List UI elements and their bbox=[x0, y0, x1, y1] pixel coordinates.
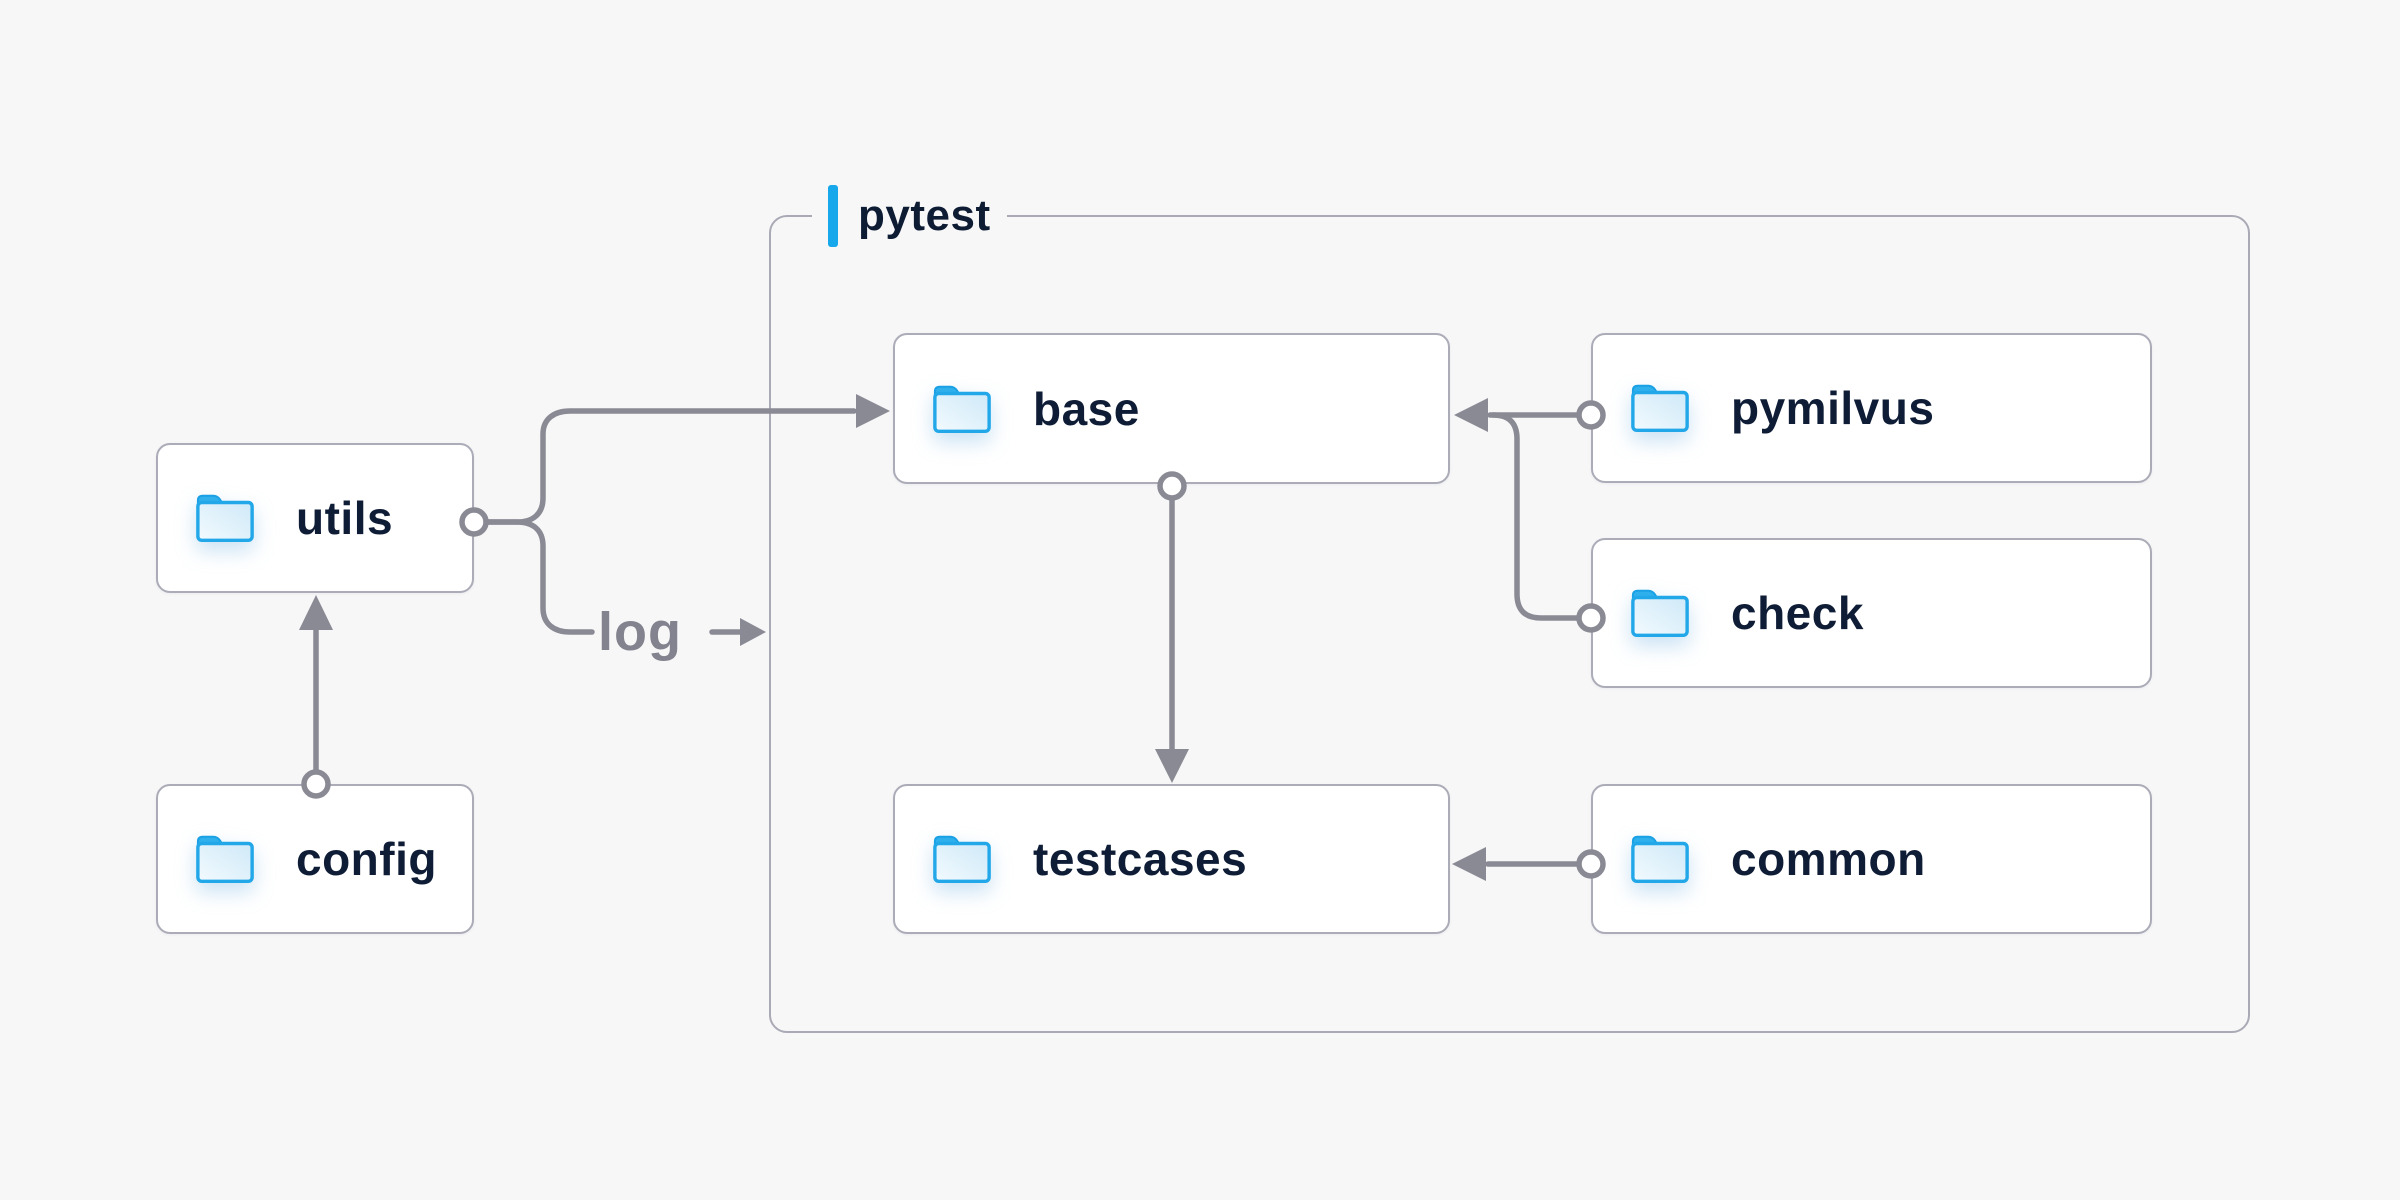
node-label: testcases bbox=[1033, 833, 1248, 885]
folder-icon bbox=[1629, 585, 1691, 641]
node-config: config bbox=[156, 784, 474, 934]
node-label: check bbox=[1731, 587, 1864, 639]
arrowhead-right bbox=[740, 618, 766, 646]
group-pytest bbox=[769, 215, 2250, 1033]
folder-icon bbox=[1629, 831, 1691, 887]
node-base: base bbox=[893, 333, 1450, 484]
folder-icon bbox=[194, 490, 256, 546]
group-title: pytest bbox=[858, 191, 991, 240]
node-common: common bbox=[1591, 784, 2152, 934]
folder-icon bbox=[1629, 380, 1691, 436]
node-label: pymilvus bbox=[1731, 382, 1935, 434]
node-pymilvus: pymilvus bbox=[1591, 333, 2152, 483]
node-check: check bbox=[1591, 538, 2152, 688]
node-label: config bbox=[296, 833, 437, 885]
group-pytest-label: pytest bbox=[812, 183, 1007, 249]
folder-icon bbox=[194, 831, 256, 887]
node-testcases: testcases bbox=[893, 784, 1450, 934]
node-label: common bbox=[1731, 833, 1926, 885]
node-utils: utils bbox=[156, 443, 474, 593]
accent-bar bbox=[828, 185, 838, 247]
edge-config-utils bbox=[299, 595, 333, 799]
node-label: utils bbox=[296, 492, 394, 544]
folder-icon bbox=[931, 831, 993, 887]
edge-label-log: log bbox=[598, 602, 682, 662]
folder-icon bbox=[931, 381, 993, 437]
arrowhead-up bbox=[299, 595, 333, 630]
node-label: base bbox=[1033, 382, 1140, 435]
